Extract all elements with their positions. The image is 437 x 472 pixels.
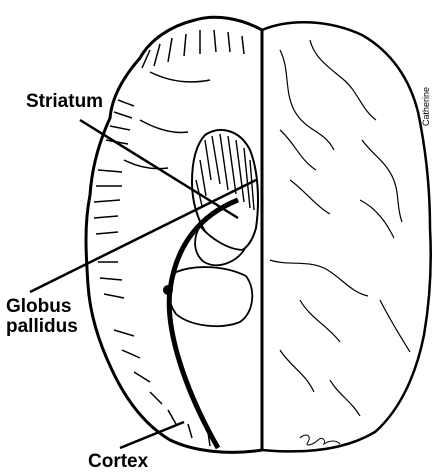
cortex-label: Cortex bbox=[88, 452, 148, 472]
pathway-node bbox=[163, 285, 173, 295]
globus-label-line1: Globus bbox=[6, 297, 78, 317]
striatum-label: Striatum bbox=[26, 92, 103, 112]
thalamus-structure bbox=[169, 267, 253, 326]
illustrator-credit: Catherine bbox=[421, 6, 435, 126]
globus-label-line2: pallidus bbox=[6, 317, 78, 337]
globus-pallidus-label: Globus pallidus bbox=[6, 297, 78, 337]
